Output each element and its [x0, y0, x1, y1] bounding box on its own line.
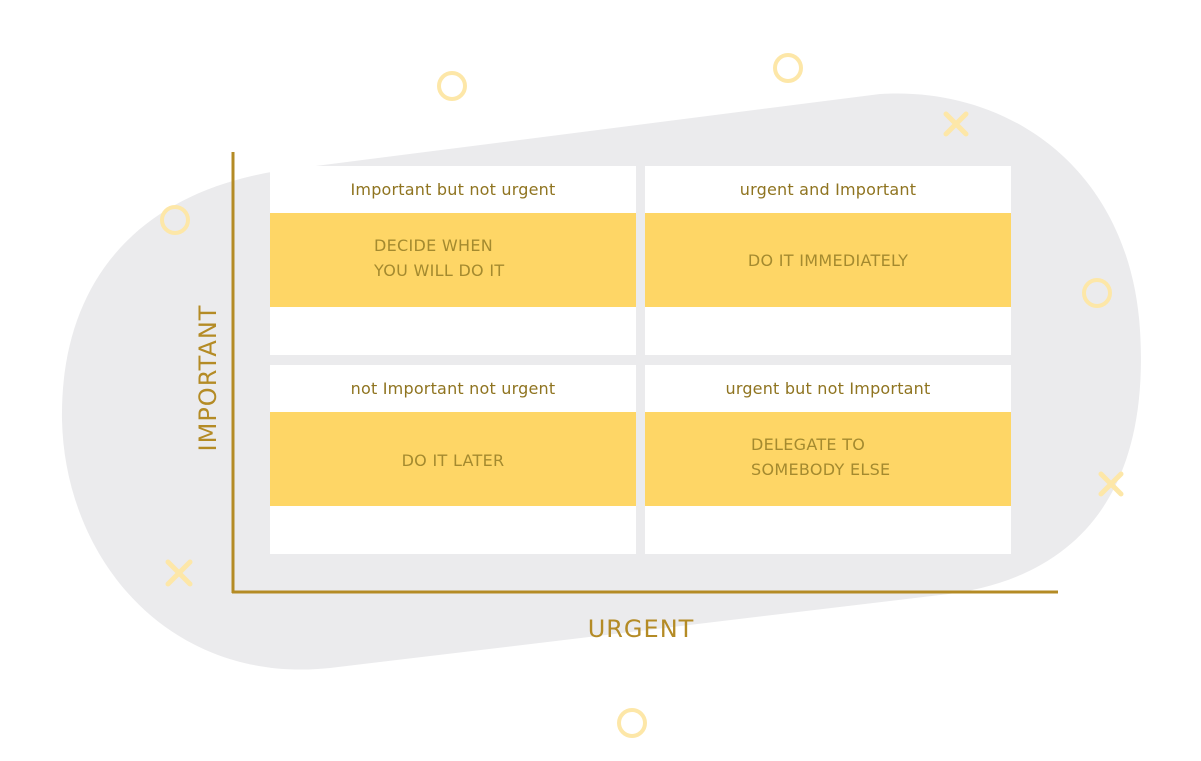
- quadrant-action: DELEGATE TO SOMEBODY ELSE: [751, 435, 891, 479]
- quadrant-action-band: DECIDE WHEN YOU WILL DO IT: [270, 213, 636, 307]
- quadrant-urgent-and-important: urgent and Important DO IT IMMEDIATELY: [645, 166, 1011, 355]
- quadrant-urgent-not-important: urgent but not Important DELEGATE TO SOM…: [645, 365, 1011, 554]
- quadrant-action: DO IT LATER: [401, 451, 505, 470]
- quadrant-important-not-urgent: Important but not urgent DECIDE WHEN YOU…: [270, 166, 636, 355]
- quadrant-title: urgent and Important: [739, 180, 917, 199]
- quadrant-title: Important but not urgent: [350, 180, 556, 199]
- circle-decoration-icon: [1082, 278, 1112, 308]
- cross-decoration-icon: [1098, 471, 1124, 497]
- circle-decoration-icon: [437, 71, 467, 101]
- quadrant-action: DECIDE WHEN YOU WILL DO IT: [374, 236, 505, 280]
- quadrant-action: DO IT IMMEDIATELY: [747, 251, 909, 270]
- quadrant-title: not Important not urgent: [350, 379, 556, 398]
- quadrant-action-band: DELEGATE TO SOMEBODY ELSE: [645, 412, 1011, 506]
- quadrant-not-important-not-urgent: not Important not urgent DO IT LATER: [270, 365, 636, 554]
- y-axis-label: IMPORTANT: [194, 304, 222, 452]
- cross-decoration-icon: [943, 111, 969, 137]
- cross-decoration-icon: [165, 559, 193, 587]
- circle-decoration-icon: [617, 708, 647, 738]
- quadrant-action-band: DO IT IMMEDIATELY: [645, 213, 1011, 307]
- circle-decoration-icon: [773, 53, 803, 83]
- quadrant-title: urgent but not Important: [725, 379, 931, 398]
- x-axis-label: URGENT: [587, 615, 695, 643]
- circle-decoration-icon: [160, 205, 190, 235]
- quadrant-action-band: DO IT LATER: [270, 412, 636, 506]
